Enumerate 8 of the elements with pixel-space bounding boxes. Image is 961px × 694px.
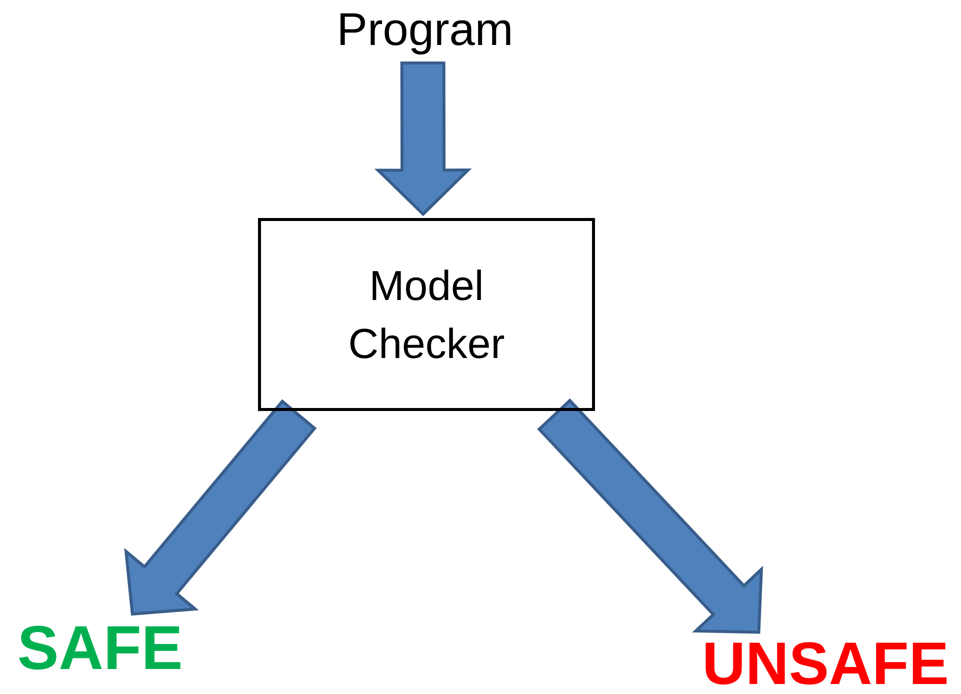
- block-arrow: [537, 398, 764, 634]
- block-arrow: [374, 61, 472, 216]
- result-label: SAFE: [17, 613, 183, 686]
- box-label: Model Checker: [347, 260, 506, 368]
- input-label: Program: [336, 2, 514, 58]
- result-label: UNSAFE: [702, 628, 949, 694]
- block-arrow: [124, 399, 317, 616]
- process-box: [258, 218, 595, 411]
